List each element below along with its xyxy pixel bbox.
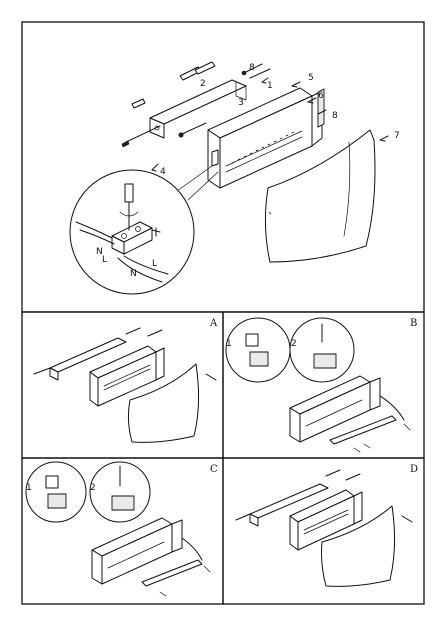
- panel-c-label: C: [210, 464, 218, 475]
- callout-1: 1: [267, 81, 273, 91]
- wall-plug: [131, 61, 216, 109]
- wire-label-n-top: N: [96, 247, 103, 257]
- callout-6: 6: [318, 91, 324, 101]
- callout-8-secondary: 8: [332, 111, 338, 121]
- wall-bracket: [149, 79, 247, 139]
- panel-b-step-2: 2: [291, 339, 297, 349]
- callout-4: 4: [160, 167, 166, 177]
- wire-label-n-bottom: N: [130, 269, 137, 279]
- callout-3: 3: [238, 98, 244, 108]
- panel-c: C 1 2: [21, 457, 224, 605]
- panel-a: A: [21, 311, 224, 459]
- panel-d-label: D: [410, 464, 418, 475]
- callout-8: 8: [249, 63, 255, 73]
- panel-a-label: A: [209, 318, 218, 329]
- wire-label-l-top: L: [102, 255, 107, 265]
- panel-d-frame: [222, 457, 425, 605]
- panel-c-step-1: 1: [26, 483, 32, 493]
- panel-d: D: [222, 457, 425, 605]
- screwdriver: [119, 183, 139, 231]
- luminaire-body: [207, 87, 325, 189]
- cable-n-l: [75, 221, 169, 283]
- led-row: [231, 131, 295, 164]
- callout-labels: 1 2 3 4 5 6 7 8 8: [160, 63, 400, 177]
- callout-2: 2: [200, 79, 206, 89]
- callout-7: 7: [394, 131, 400, 141]
- panel-b: B 1 2: [222, 311, 425, 459]
- terminal-block: [111, 221, 153, 255]
- panel-b-step-1: 1: [226, 339, 232, 349]
- panel-c-step-2: 2: [90, 483, 96, 493]
- wiring-detail-circle: N L N L: [69, 165, 219, 295]
- direction-arrows: [151, 77, 389, 172]
- glass-shade: [264, 129, 376, 263]
- screw: [121, 63, 271, 148]
- panel-b-label: B: [410, 318, 417, 329]
- callout-5: 5: [308, 73, 314, 83]
- main-exploded-view: 1 2 3 4 5 6 7 8 8: [21, 21, 425, 313]
- wire-label-l-bottom: L: [152, 259, 157, 269]
